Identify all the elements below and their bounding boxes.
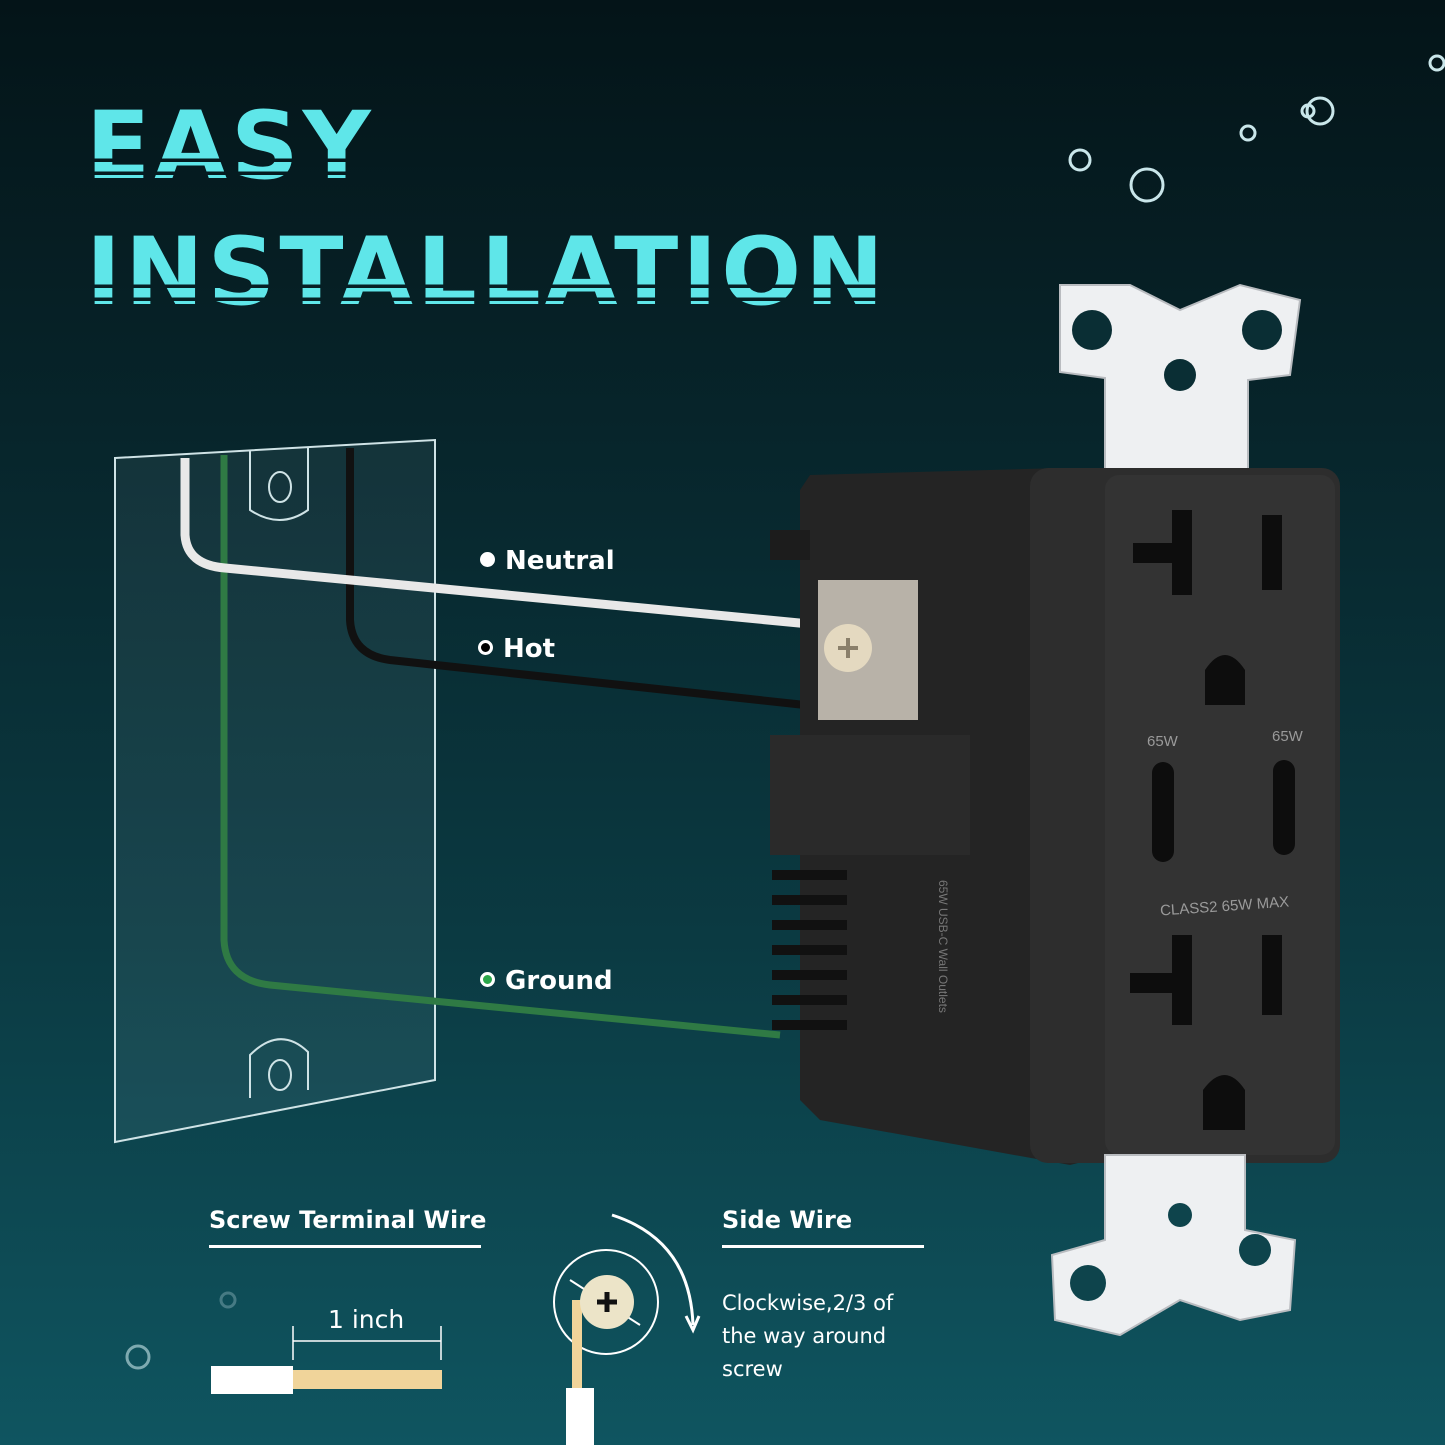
title-line-1: EASY: [86, 92, 375, 201]
ground-label: Ground: [480, 966, 613, 996]
neutral-wire: [180, 458, 821, 630]
neutral-dot-icon: [480, 552, 495, 567]
side-wire-divider: [722, 1245, 924, 1248]
wall-box-plate: [114, 438, 436, 1144]
ground-wire: [220, 455, 781, 1039]
hot-label: Hot: [478, 634, 555, 664]
outlet-body: [770, 468, 1340, 1165]
mounting-strap-bottom: [1050, 1154, 1297, 1337]
ground-dot-icon: [480, 972, 495, 987]
neutral-label: Neutral: [480, 546, 615, 576]
bubbles-decoration: [125, 54, 1445, 1370]
mounting-strap-top: [1059, 283, 1302, 471]
screw-terminal-divider: [209, 1245, 481, 1248]
side-wire-screw-diagram: [553, 1213, 701, 1445]
title-line-2: INSTALLATION: [86, 218, 888, 327]
hot-dot-icon: [478, 640, 493, 655]
strip-length-label: 1 inch: [328, 1305, 405, 1334]
outlet-side-text: 65W USB-C Wall Outlets: [936, 880, 950, 1013]
ground-text: Ground: [505, 966, 613, 996]
usb-right-rating: 65W: [1272, 728, 1303, 745]
side-wire-instruction: Clockwise,2/3 of the way around screw: [722, 1291, 894, 1381]
hot-text: Hot: [503, 634, 556, 664]
side-wire-heading: Side Wire: [722, 1206, 853, 1234]
clockwise-arrow-icon: [611, 1213, 695, 1326]
usb-left-rating: 65W: [1147, 733, 1178, 750]
neutral-text: Neutral: [505, 546, 615, 576]
stripped-wire-diagram: [211, 1326, 442, 1394]
hot-wire: [346, 448, 806, 709]
screw-terminal-heading: Screw Terminal Wire: [209, 1206, 487, 1234]
